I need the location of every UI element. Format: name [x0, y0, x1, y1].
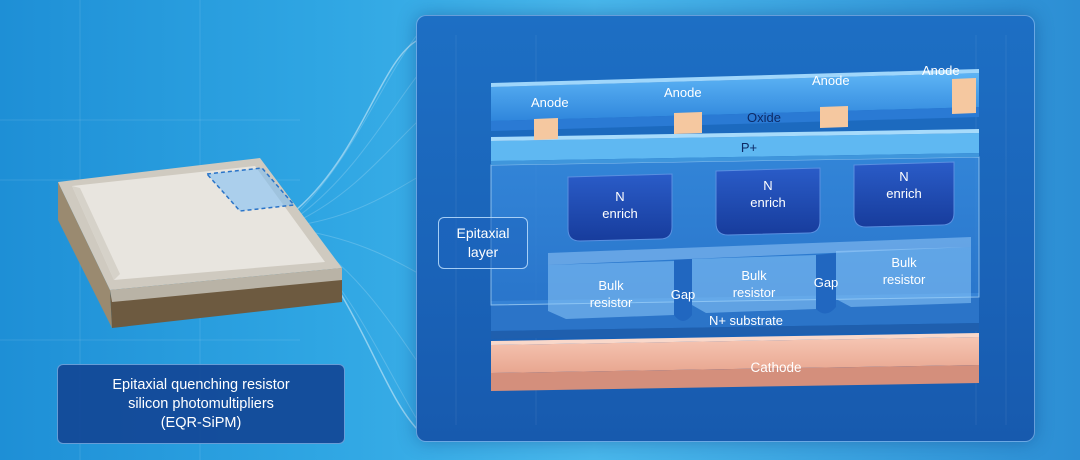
sipm-chip-illustration: [58, 158, 342, 328]
n-enrich-3-line2: enrich: [886, 186, 921, 201]
caption-line-1: Epitaxial quenching resistor: [112, 376, 290, 393]
n-enrich-3-line1: N: [899, 169, 908, 184]
epitaxial-label-line2: layer: [467, 244, 499, 260]
anode-label-4: Anode: [922, 63, 960, 78]
n-enrich-1-line2: enrich: [602, 206, 637, 221]
epitaxial-layer-label-box: Epitaxial layer: [438, 217, 528, 269]
cathode-label: Cathode: [750, 360, 801, 375]
anode-label-2: Anode: [664, 85, 702, 100]
anode-pads: [534, 78, 976, 140]
anode-label-3: Anode: [812, 73, 850, 88]
p-plus-layer: [491, 129, 979, 165]
oxide-label: Oxide: [747, 110, 781, 125]
bulk-resistor-1-line2: resistor: [590, 295, 633, 310]
n-enrich-regions: [567, 161, 955, 242]
bulk-resistor-3-line1: Bulk: [891, 255, 917, 270]
cross-section-diagram: Anode Anode Anode Anode Oxide P+ N enric…: [455, 35, 1007, 425]
gap-label-2: Gap: [814, 275, 839, 290]
caption-line-2: silicon photomultipliers: [128, 395, 274, 412]
n-enrich-2-line1: N: [763, 178, 772, 193]
n-enrich-2-line2: enrich: [750, 195, 785, 210]
bulk-resistor-2-line2: resistor: [733, 285, 776, 300]
cathode-layer: [491, 333, 979, 391]
caption-line-3: (EQR-SiPM): [160, 414, 242, 431]
epitaxial-label-line1: Epitaxial: [456, 225, 510, 241]
device-caption: Epitaxial quenching resistor silicon pho…: [57, 364, 345, 444]
gap-label-1: Gap: [671, 287, 696, 302]
bulk-resistor-2-line1: Bulk: [741, 268, 767, 283]
oxide-layer: [491, 69, 979, 140]
p-plus-label: P+: [741, 140, 757, 155]
bulk-resistor-3-line2: resistor: [883, 272, 926, 287]
anode-label-1: Anode: [531, 95, 569, 110]
n-plus-substrate-label: N+ substrate: [709, 313, 783, 328]
bulk-resistor-1-line1: Bulk: [598, 278, 624, 293]
n-enrich-1-line1: N: [615, 189, 624, 204]
